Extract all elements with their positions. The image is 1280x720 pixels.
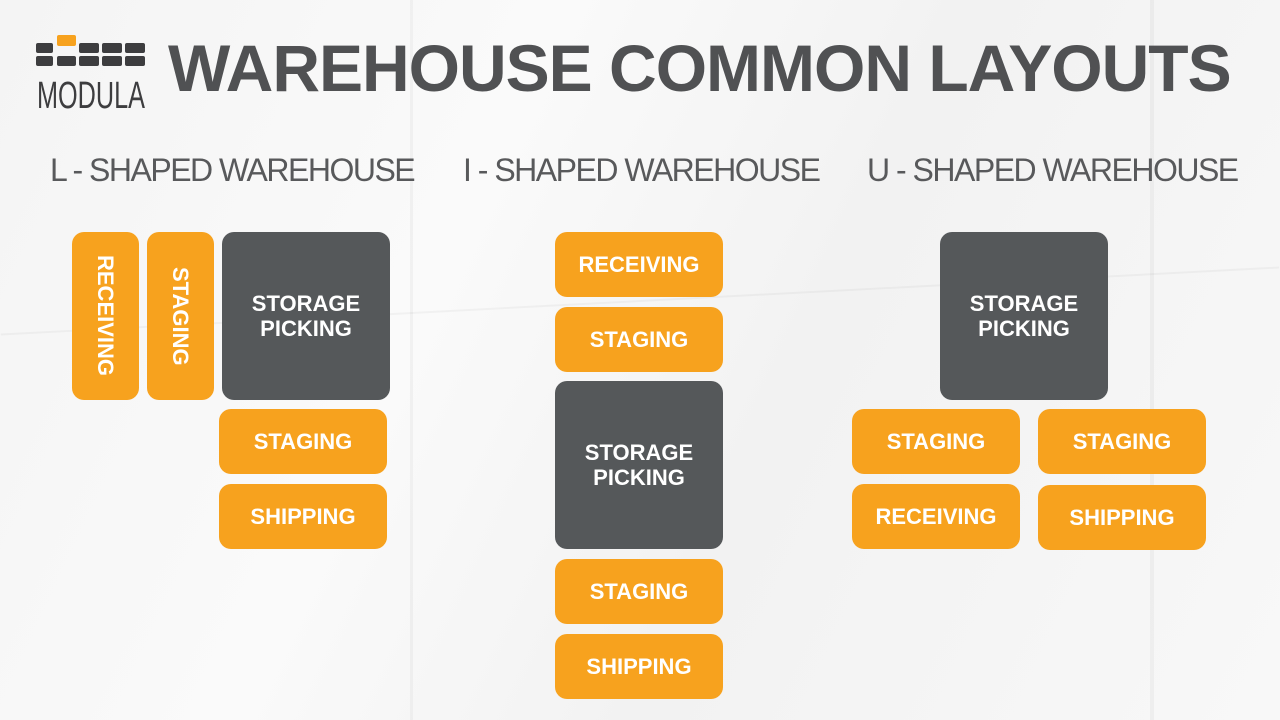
modula-logo-icon: MODULA [36, 35, 145, 110]
u-receiving-zone: RECEIVING [852, 484, 1020, 549]
u-staging-zone-left: STAGING [852, 409, 1020, 474]
l-storage-picking-zone: STORAGE PICKING [222, 232, 390, 400]
u-storage-picking-zone: STORAGE PICKING [940, 232, 1108, 400]
background-line [410, 0, 413, 720]
i-receiving-zone: RECEIVING [555, 232, 723, 297]
l-shipping-zone: SHIPPING [219, 484, 387, 549]
page-title: WAREHOUSE COMMON LAYOUTS [168, 31, 1232, 105]
l-staging-zone: STAGING [147, 232, 214, 400]
l-staging-zone-2: STAGING [219, 409, 387, 474]
i-staging-zone-2: STAGING [555, 559, 723, 624]
l-shaped-heading: L - SHAPED WAREHOUSE [50, 152, 416, 188]
i-staging-zone: STAGING [555, 307, 723, 372]
u-shipping-zone: SHIPPING [1038, 485, 1206, 550]
svg-text:MODULA: MODULA [37, 75, 145, 110]
i-shaped-heading: I - SHAPED WAREHOUSE [463, 152, 821, 188]
background-line [1150, 0, 1154, 720]
u-staging-zone-right: STAGING [1038, 409, 1206, 474]
l-receiving-zone: RECEIVING [72, 232, 139, 400]
u-shaped-heading: U - SHAPED WAREHOUSE [867, 152, 1239, 188]
i-storage-picking-zone: STORAGE PICKING [555, 381, 723, 549]
i-shipping-zone: SHIPPING [555, 634, 723, 699]
